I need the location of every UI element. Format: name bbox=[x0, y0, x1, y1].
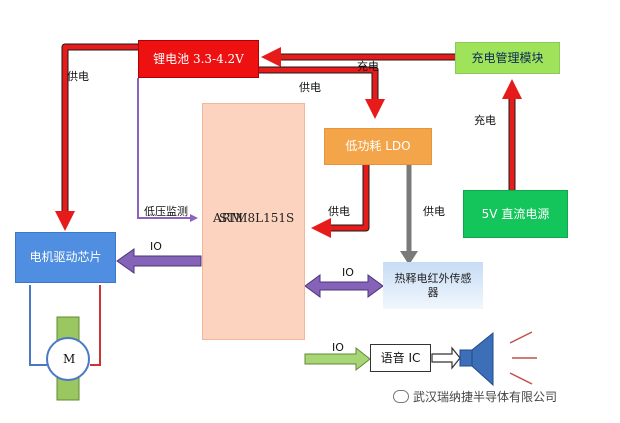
motor-shaft-top bbox=[56, 316, 80, 341]
sound-wave-bottom bbox=[509, 372, 533, 385]
mcu-box bbox=[202, 103, 305, 340]
label-low-voltage: 低压监测 bbox=[144, 205, 188, 218]
motor-shaft-bottom bbox=[56, 377, 80, 401]
mcu-label-chip: STM8L151S bbox=[219, 211, 295, 225]
speaker-neck bbox=[459, 349, 473, 367]
mcu-label-arm: ARM bbox=[213, 211, 243, 225]
arrow-io-motor-driver bbox=[116, 248, 202, 274]
label-power-mid: 供电 bbox=[299, 81, 321, 94]
motor-wire-red bbox=[90, 285, 101, 366]
motor-label: M bbox=[63, 352, 76, 366]
arrow-low-voltage-monitor bbox=[137, 78, 190, 219]
voice-ic-label: 语音 IC bbox=[380, 350, 421, 365]
pir-sensor-label-top: 热释电红外传感 bbox=[394, 272, 472, 286]
pir-sensor-box: 热释电红外传感 器 bbox=[383, 262, 483, 309]
label-io-voice: IO bbox=[332, 341, 344, 354]
label-charge-right: 充电 bbox=[474, 114, 496, 127]
ldo-label: 低功耗 LDO bbox=[345, 139, 411, 154]
arrow-voice-to-speaker bbox=[431, 346, 461, 370]
motor-driver-box: 电机驱动芯片 bbox=[15, 232, 116, 283]
voice-ic-box: 语音 IC bbox=[370, 344, 431, 372]
arrow-io-voice bbox=[304, 346, 371, 372]
ldo-box: 低功耗 LDO bbox=[324, 128, 432, 165]
label-charge-top: 充电 bbox=[357, 60, 379, 73]
charge-module-box: 充电管理模块 bbox=[455, 42, 560, 74]
label-power-left: 供电 bbox=[67, 70, 89, 83]
watermark: 武汉瑞纳捷半导体有限公司 bbox=[393, 388, 557, 405]
sound-wave-top bbox=[509, 331, 533, 344]
motor-driver-label: 电机驱动芯片 bbox=[29, 250, 102, 265]
label-io-motor: IO bbox=[150, 240, 162, 253]
label-power-ldo-pir: 供电 bbox=[423, 205, 445, 218]
battery-box: 锂电池 3.3-4.2V bbox=[138, 40, 259, 78]
label-io-pir: IO bbox=[342, 266, 354, 279]
usb-source-label: 5V 直流电源 bbox=[481, 206, 550, 221]
motor-wire-blue bbox=[29, 285, 47, 366]
label-power-ldo-mcu: 供电 bbox=[328, 205, 350, 218]
usb-source-box: 5V 直流电源 bbox=[463, 190, 568, 238]
wechat-icon bbox=[393, 390, 409, 403]
speaker-cone bbox=[471, 331, 494, 387]
pir-sensor-label-bottom: 器 bbox=[427, 285, 439, 299]
motor-body bbox=[46, 337, 90, 381]
battery-label: 锂电池 3.3-4.2V bbox=[153, 51, 244, 66]
watermark-text: 武汉瑞纳捷半导体有限公司 bbox=[413, 390, 558, 404]
charge-module-label: 充电管理模块 bbox=[471, 50, 544, 65]
